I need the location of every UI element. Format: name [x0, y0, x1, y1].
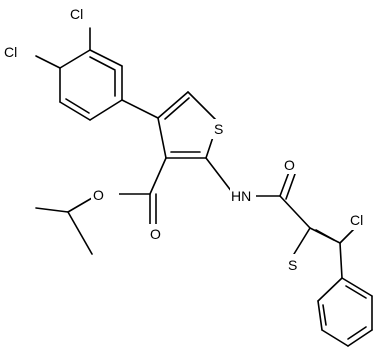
double-bond-inner — [164, 97, 190, 120]
chlorobenzothiophene — [293, 227, 373, 347]
chlorine-label: Cl — [4, 44, 17, 60]
bond-to-cl — [339, 227, 356, 244]
chlorine-label: Cl — [70, 6, 83, 22]
dichlorophenyl-ring — [35, 27, 159, 121]
bond — [341, 277, 373, 297]
oxygen-label: O — [93, 187, 104, 203]
bond — [317, 277, 343, 302]
bond-to-cl — [35, 55, 61, 69]
nh-label: HN — [231, 188, 251, 204]
chlorine-label: Cl — [350, 212, 363, 228]
amide-linkage — [205, 157, 311, 229]
bond — [293, 227, 311, 255]
bond — [205, 157, 233, 193]
bond — [187, 91, 219, 123]
isopropyl-ester — [35, 157, 167, 255]
bond-to-thiophene — [121, 99, 159, 119]
oxygen-label: O — [284, 157, 295, 173]
carbonyl-double-bond — [279, 171, 290, 197]
thiophene-ring — [157, 91, 219, 159]
bond — [317, 300, 323, 331]
double-bond-inner — [89, 56, 116, 71]
double-bond-inner — [65, 98, 90, 114]
bond — [279, 195, 311, 229]
double-bond-inner — [347, 326, 367, 340]
bond — [321, 329, 349, 347]
sulfur-label: S — [288, 257, 297, 273]
double-bond-inner — [322, 304, 327, 326]
bond — [35, 207, 69, 213]
bond — [347, 329, 373, 347]
carbonyl-double-bond — [285, 173, 296, 200]
double-bond-inner — [315, 229, 335, 241]
bond — [339, 242, 343, 279]
bond — [157, 117, 167, 159]
bond — [89, 49, 123, 67]
bond — [89, 99, 123, 121]
bond — [59, 101, 91, 121]
bond — [67, 211, 93, 255]
bond — [149, 157, 167, 195]
bond — [59, 49, 91, 69]
oxygen-label: O — [150, 226, 161, 242]
atom-labels: Cl Cl S O O HN O Cl S — [2, 4, 374, 274]
bond — [67, 197, 93, 213]
double-bond-inner — [345, 285, 367, 299]
bond — [157, 91, 189, 119]
sulfur-label: S — [214, 121, 223, 137]
